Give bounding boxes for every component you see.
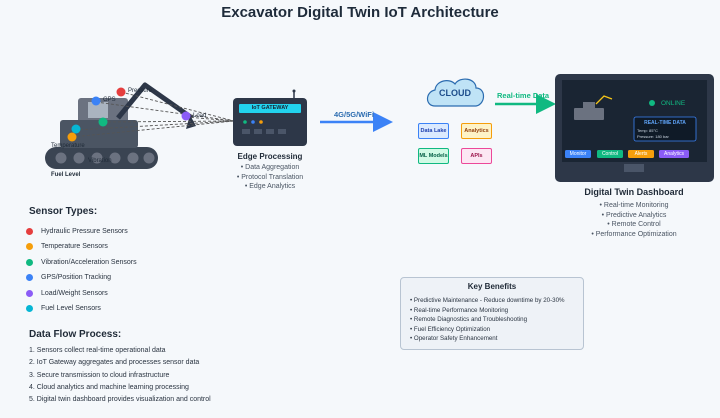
sensor-type-item: Load/Weight Sensors [26, 287, 108, 299]
realtime-label: Real-time Data [497, 91, 550, 100]
sensor-type-item: Fuel Level Sensors [26, 302, 101, 314]
edge-item: • Edge Analytics [244, 183, 296, 190]
key-benefits-heading: Key Benefits [467, 282, 517, 291]
connection-label: 4G/5G/WiFi [334, 110, 374, 119]
edge-processing-title: Edge Processing [237, 152, 303, 161]
sensor-links [71, 91, 235, 138]
benefit-item: • Remote Diagnostics and Troubleshooting [410, 316, 528, 323]
cloud-service-analytics: Analytics [461, 123, 492, 139]
key-benefits-list: • Predictive Maintenance - Reduce downti… [410, 296, 565, 344]
sensor-type-item: Hydraulic Pressure Sensors [26, 225, 128, 237]
cloud-label: CLOUD [439, 88, 471, 98]
excavator-illustration [45, 82, 196, 169]
data-flow-step: 5. Digital twin dashboard provides visua… [29, 396, 211, 404]
data-flow-steps: 1. Sensors collect real-time operational… [29, 345, 269, 406]
dashboard-item: • Predictive Analytics [601, 211, 667, 219]
benefit-item: • Real-time Performance Monitoring [410, 306, 509, 314]
dash-button-analytics[interactable]: Analytics [663, 151, 684, 157]
label-gps: GPS [103, 97, 116, 103]
label-pressure: Pressure [128, 88, 153, 94]
data-flow-step: 2. IoT Gateway aggregates and processes … [29, 359, 200, 367]
pressure-sensor-dot [116, 87, 126, 97]
sensor-type-label: Fuel Level Sensors [41, 304, 101, 312]
dot-icon [26, 227, 33, 235]
sensor-type-label: GPS/Position Tracking [41, 273, 112, 281]
key-benefits-box: Key Benefits • Predictive Maintenance - … [400, 277, 584, 350]
gateway-chip-label: IoT GATEWAY [251, 105, 289, 111]
cloud-service-ml-models: ML Models [418, 148, 449, 164]
label-vibration: Vibration [88, 158, 112, 164]
temperature-sensor-dot [67, 132, 77, 142]
dashboard-item: • Real-time Monitoring [599, 202, 669, 209]
dashboard-feature-list: • Real-time Monitoring • Predictive Anal… [566, 201, 702, 239]
dashboard-status: ONLINE [661, 100, 686, 107]
iot-gateway [233, 89, 307, 146]
data-flow-step: 1. Sensors collect real-time operational… [29, 347, 166, 354]
cloud-shape [426, 78, 485, 107]
sensor-type-item: Vibration/Acceleration Sensors [26, 256, 137, 268]
cloud-service-data-lake: Data Lake [418, 123, 449, 139]
sensor-type-label: Load/Weight Sensors [41, 289, 108, 297]
sensor-type-label: Vibration/Acceleration Sensors [41, 258, 137, 266]
dot-icon [26, 258, 33, 266]
edge-item: • Data Aggregation [240, 164, 300, 171]
gps-sensor-dot [91, 96, 101, 106]
sensor-type-label: Hydraulic Pressure Sensors [41, 227, 128, 235]
vibration-sensor-dot [98, 117, 108, 127]
panel-temp: Temp: 85°C [637, 128, 658, 133]
dot-icon [26, 273, 33, 281]
dashboard-item: • Performance Optimization [591, 230, 677, 238]
cloud-service-apis: APIs [461, 148, 492, 164]
dashboard-title: Digital Twin Dashboard [584, 187, 684, 197]
sensor-type-item: Temperature Sensors [26, 240, 108, 252]
fuel-sensor-dot [71, 124, 81, 134]
edge-item: • Protocol Translation [236, 173, 304, 181]
sensor-type-item: GPS/Position Tracking [26, 271, 111, 283]
benefit-item: • Predictive Maintenance - Reduce downti… [410, 297, 565, 304]
cab-window [88, 102, 108, 118]
dash-button-control[interactable]: Control [601, 151, 619, 157]
dash-button-monitor[interactable]: Monitor [569, 151, 587, 157]
dot-icon [26, 289, 33, 297]
panel-title: REAL-TIME DATA [644, 120, 686, 126]
dot-icon [26, 242, 33, 250]
page-title: Excavator Digital Twin IoT Architecture [221, 4, 499, 21]
label-fuel-level: Fuel Level [51, 172, 81, 178]
dot-icon [26, 304, 33, 312]
dashboard-monitor [555, 74, 714, 182]
benefit-item: • Fuel Efficiency Optimization [410, 325, 491, 333]
load-sensor-dot [181, 111, 191, 121]
label-load: Load [193, 113, 207, 119]
sensor-types-heading: Sensor Types: [29, 206, 98, 217]
edge-processing-list: • Data Aggregation • Protocol Translatio… [222, 163, 318, 192]
track-wheels [55, 152, 155, 164]
sensor-type-label: Temperature Sensors [41, 242, 108, 250]
label-temperature: Temperature [51, 143, 85, 149]
panel-pressure: Pressure: 180 bar [637, 134, 669, 139]
dash-button-alerts[interactable]: Alerts [634, 151, 648, 157]
excavator-boom [116, 82, 194, 121]
data-flow-step: 4. Cloud analytics and machine learning … [29, 383, 189, 391]
data-flow-step: 3. Secure transmission to cloud infrastr… [29, 371, 170, 379]
data-flow-heading: Data Flow Process: [29, 329, 122, 340]
benefit-item: • Operator Safety Enhancement [410, 335, 498, 342]
dashboard-item: • Remote Control [607, 221, 661, 228]
